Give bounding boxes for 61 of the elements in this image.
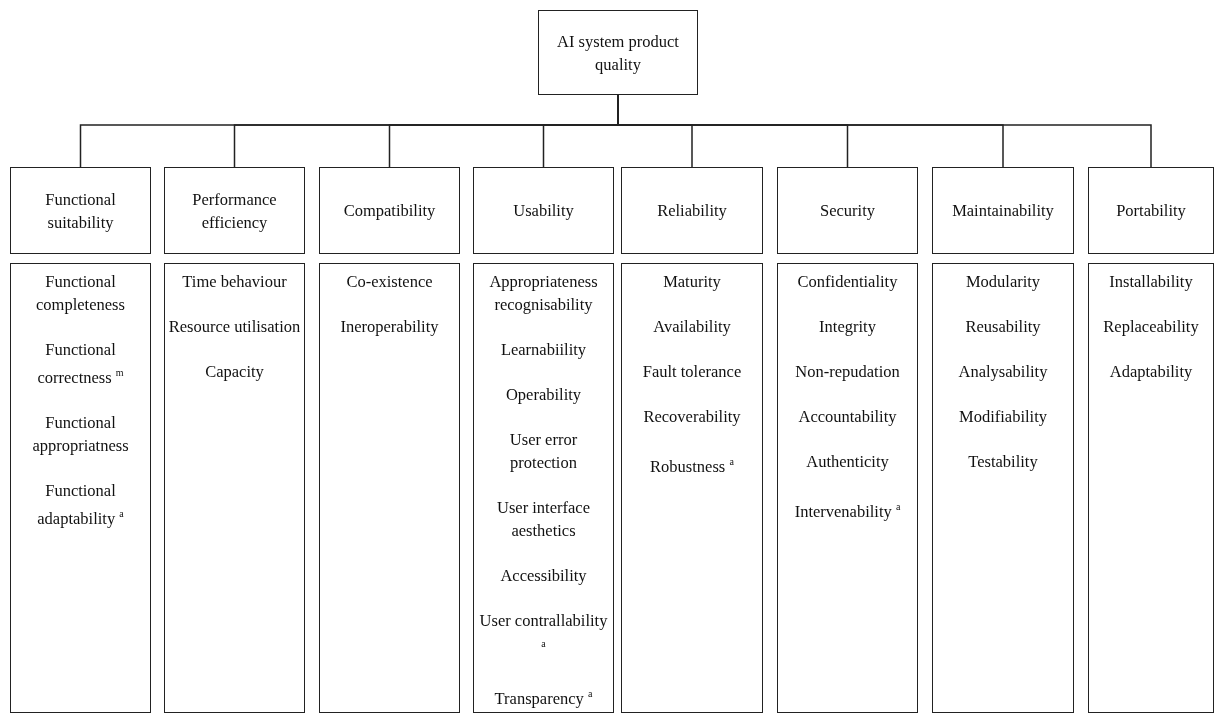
- subcharacteristic-label: User error protection: [508, 429, 579, 474]
- characteristic-label: Maintainability: [951, 200, 1055, 222]
- characteristic-label: Functional suitability: [44, 188, 117, 234]
- root-box: [538, 10, 698, 95]
- subcharacteristic-label: Accountability: [797, 406, 898, 428]
- subcharacteristic-label: Authenticity: [805, 451, 890, 473]
- subcharacteristic-label: Reusability: [964, 316, 1042, 338]
- characteristic-box: [473, 167, 614, 254]
- subcharacteristic-label: Functional appropriatness: [31, 411, 130, 457]
- characteristic-label: Security: [819, 200, 876, 222]
- subcharacteristic-label: Availability: [652, 316, 732, 338]
- characteristic-label: Portability: [1115, 200, 1187, 222]
- subcharacteristic-label: Recoverability: [642, 406, 742, 428]
- characteristic-box: [932, 167, 1074, 254]
- characteristic-label: Performance efficiency: [191, 188, 278, 234]
- subcharacteristic-label: Intervenability $^{a}$: [793, 500, 902, 523]
- subcharacteristic-label: Time behaviour: [181, 271, 288, 293]
- root-label: AI system product quality: [556, 30, 680, 76]
- subcharacteristic-label: Adaptability: [1108, 361, 1194, 383]
- subcharacteristic-label: Analysability: [957, 361, 1049, 383]
- subcharacteristic-label: Appropriateness recognisability: [488, 271, 599, 316]
- subcharacteristic-label: Modularity: [964, 271, 1042, 293]
- subcharacteristic-label: Maturity: [662, 271, 722, 293]
- subcharacteristic-label: Integrity: [818, 316, 877, 338]
- characteristic-box: [319, 167, 460, 254]
- subcharacteristic-label: Resource utilisation: [167, 316, 302, 338]
- characteristic-label: Usability: [512, 200, 575, 222]
- subcharacteristic-list-box: [473, 263, 614, 713]
- characteristic-label: Compatibility: [342, 200, 437, 222]
- subcharacteristic-list-box: [932, 263, 1074, 713]
- subcharacteristic-label: User interface aesthetics: [496, 497, 591, 542]
- subcharacteristic-label: Fault tolerance: [641, 361, 743, 383]
- characteristic-box: [777, 167, 918, 254]
- characteristic-box: [164, 167, 305, 254]
- subcharacteristic-label: Co-existence: [345, 271, 434, 293]
- subcharacteristic-list-box: [319, 263, 460, 713]
- subcharacteristic-label: Confidentiality: [796, 271, 899, 293]
- subcharacteristic-list-box: [10, 263, 151, 713]
- subcharacteristic-list-box: [1088, 263, 1214, 713]
- subcharacteristic-list-box: [777, 263, 918, 713]
- subcharacteristic-label: Functional adaptability $^{a}$: [36, 479, 125, 529]
- subcharacteristic-label: Capacity: [204, 361, 265, 383]
- subcharacteristic-label: Functional completeness: [35, 271, 126, 316]
- subcharacteristic-label: Transparency $^{a}$: [493, 686, 594, 709]
- subcharacteristic-label: Modifiability: [958, 406, 1048, 428]
- subcharacteristic-label: Accessibility: [499, 565, 588, 587]
- characteristic-box: [621, 167, 763, 254]
- characteristic-box: [1088, 167, 1214, 254]
- subcharacteristic-label: Replaceability: [1102, 316, 1200, 338]
- subcharacteristic-list-box: [164, 263, 305, 713]
- characteristic-label: Reliability: [656, 200, 728, 222]
- subcharacteristic-label: Robustness $^{a}$: [649, 455, 735, 478]
- subcharacteristic-label: Ineroperability: [339, 316, 440, 338]
- subcharacteristic-label: Testability: [967, 451, 1039, 473]
- subcharacteristic-label: Learnabiility: [499, 339, 588, 361]
- subcharacteristic-label: Non-repudation: [794, 361, 901, 383]
- subcharacteristic-label: Functional correctness $^{m}$: [36, 339, 125, 389]
- subcharacteristic-label: Installability: [1108, 271, 1194, 293]
- characteristic-box: [10, 167, 151, 254]
- subcharacteristic-list-box: [621, 263, 763, 713]
- subcharacteristic-label: Operability: [504, 384, 583, 406]
